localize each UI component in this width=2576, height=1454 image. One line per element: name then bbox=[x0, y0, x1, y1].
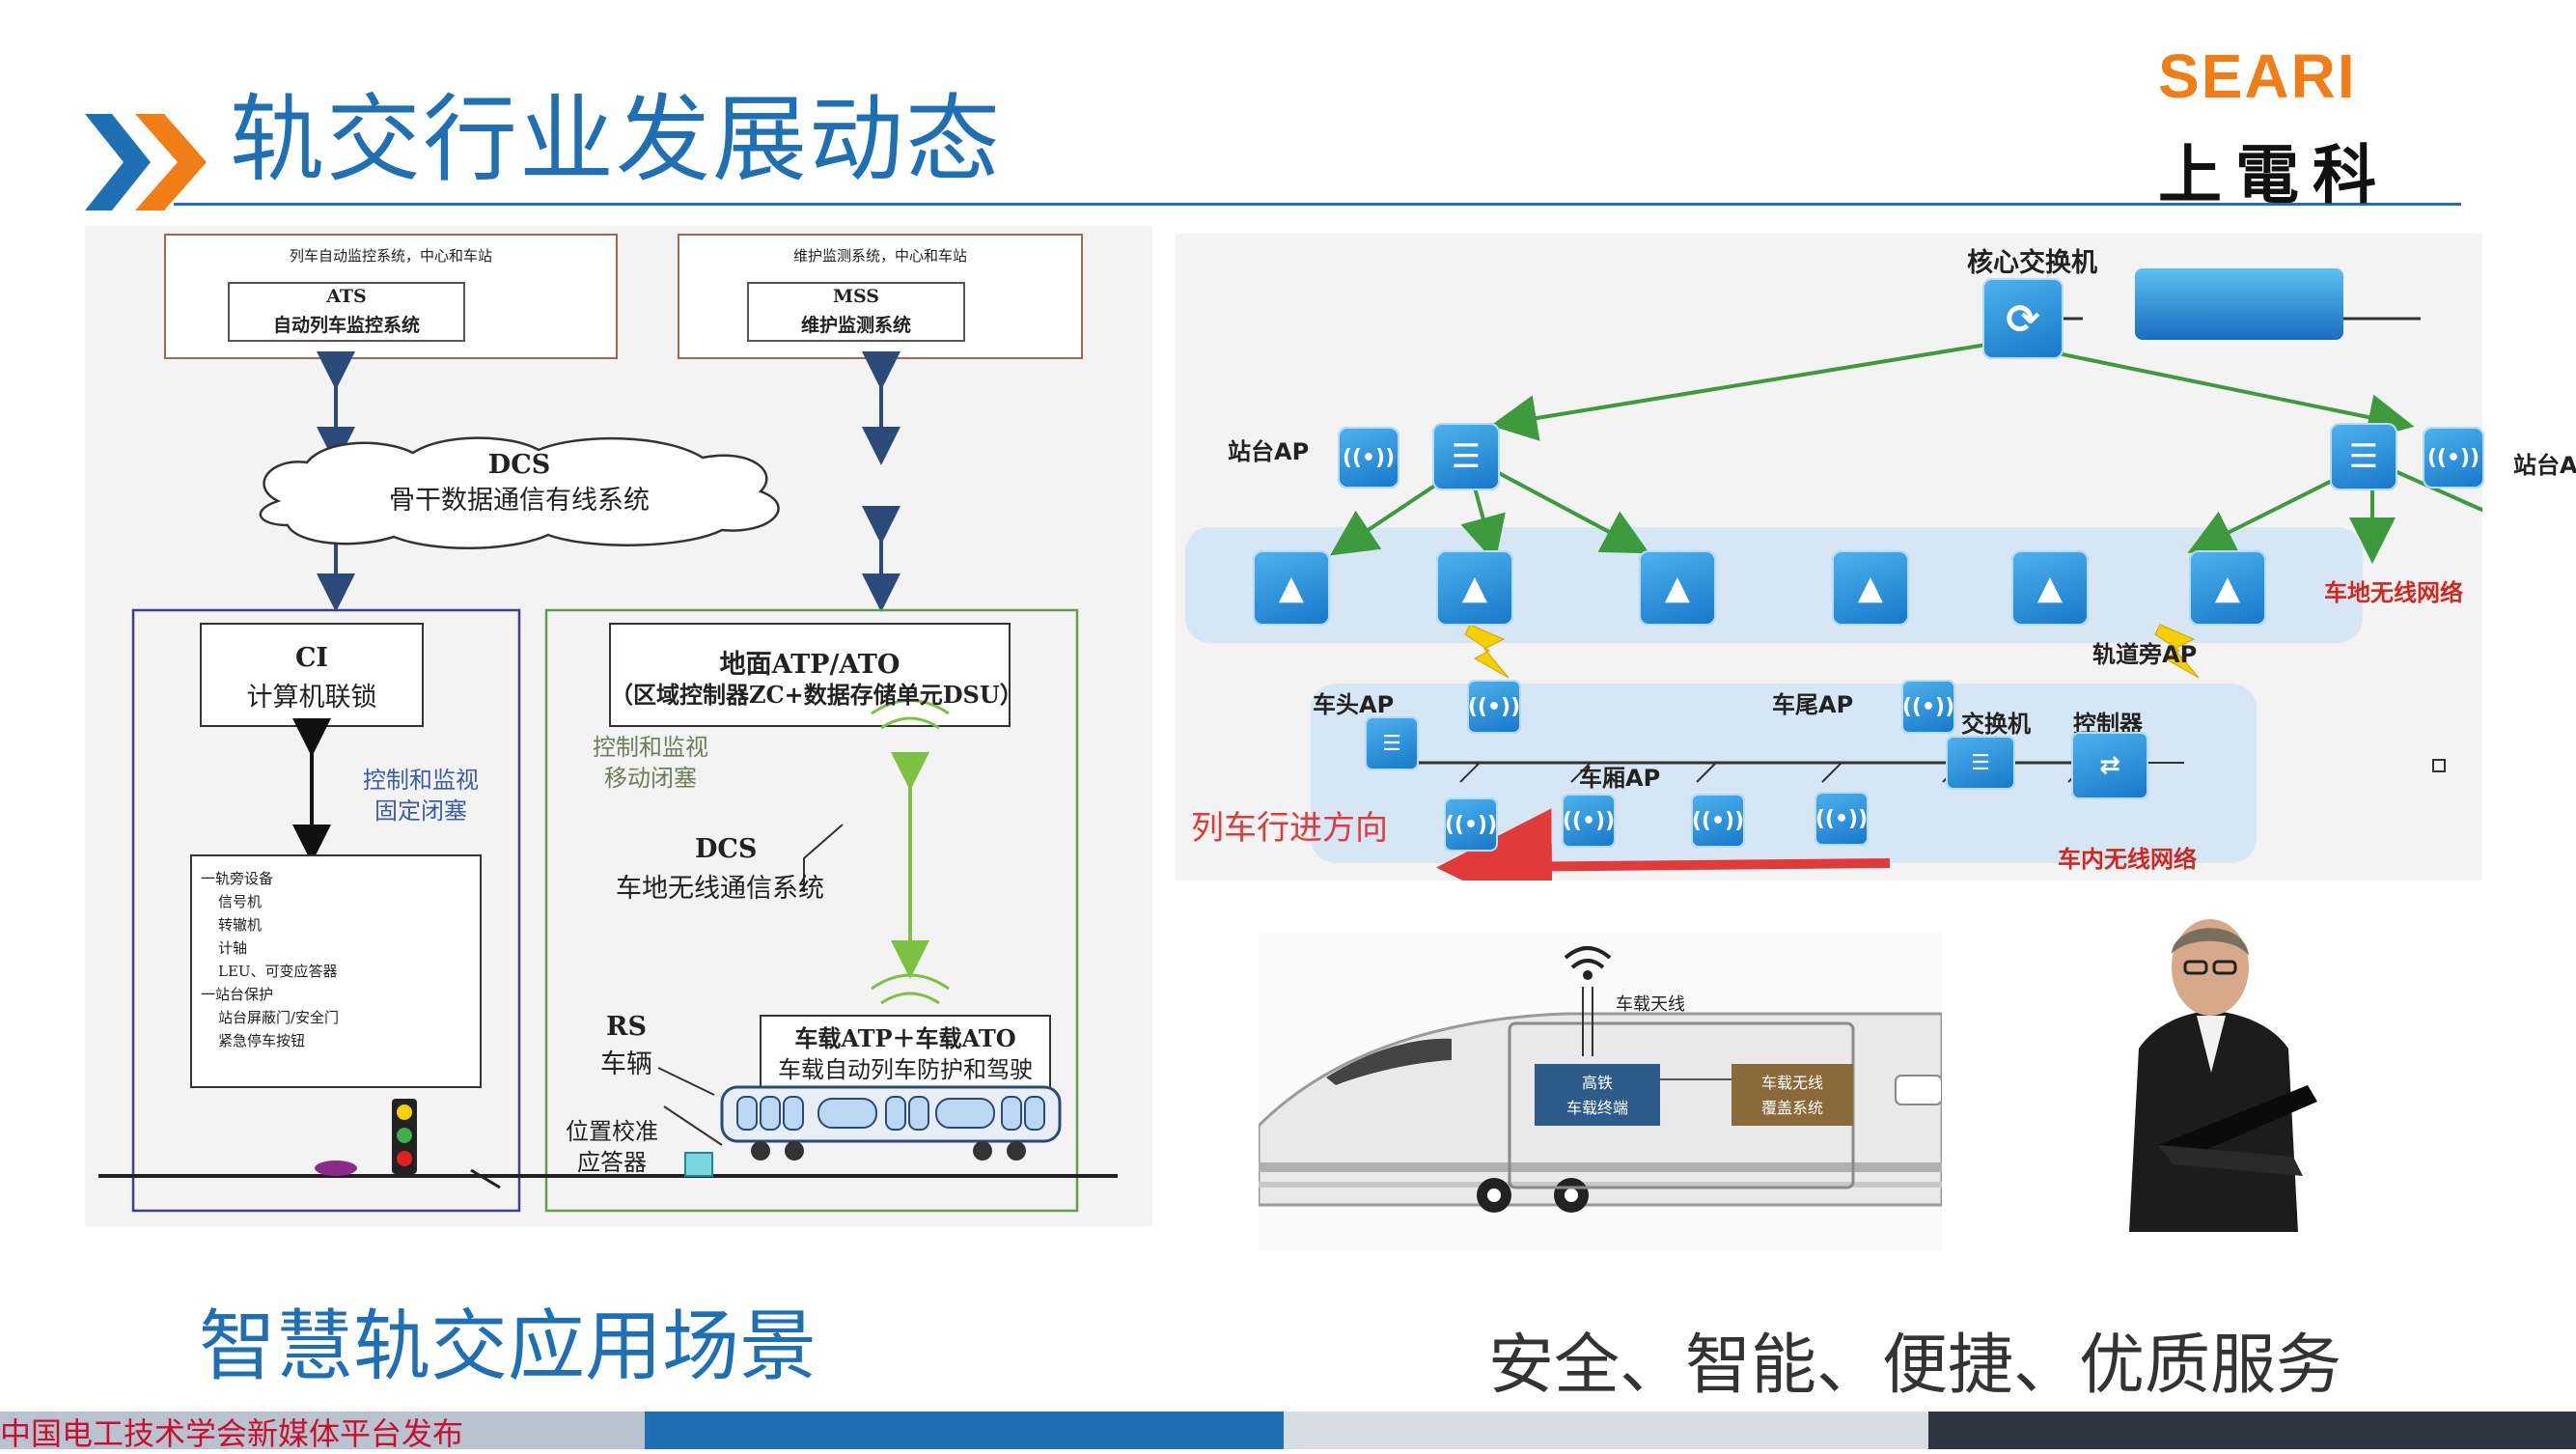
terminal-label-1: 高铁 bbox=[1581, 1074, 1613, 1092]
trackside-ap-icon: ▲ bbox=[2011, 550, 2089, 626]
ci-note-1: 控制和监视 bbox=[363, 767, 479, 794]
ats-inner-box bbox=[228, 282, 465, 342]
left-caption: 智慧轨交应用场景 bbox=[199, 1301, 817, 1391]
controller-icon: ⇄ bbox=[2071, 732, 2148, 799]
antenna-label: 车载天线 bbox=[1616, 994, 1685, 1015]
device-box-icon bbox=[2135, 268, 2343, 340]
station-switch-left-icon: ☰ bbox=[1432, 423, 1500, 490]
ground-wireless-band bbox=[1185, 527, 2363, 643]
mss-name: MSS bbox=[832, 286, 880, 307]
balise-label-2: 应答器 bbox=[577, 1149, 647, 1176]
carriage-switch-icon: ☰ bbox=[1946, 736, 2015, 790]
carriage-ap-icon: ((•)) bbox=[1444, 797, 1498, 852]
carriage-ap-label: 车厢AP bbox=[1579, 765, 1661, 792]
mss-caption: 维护监测系统，中心和车站 bbox=[792, 247, 967, 265]
logo-seari: SEARI bbox=[2158, 42, 2357, 111]
ground-atp-name: 地面ATP/ATO bbox=[719, 650, 900, 680]
page-title: 轨交行业发展动态 bbox=[230, 85, 1003, 195]
logo-chinese: 上電科 bbox=[2158, 137, 2390, 212]
move-note-2: 移动闭塞 bbox=[604, 765, 697, 792]
trackside-ap-icon: ▲ bbox=[1832, 550, 1909, 626]
core-switch-label: 核心交换机 bbox=[1967, 248, 2097, 278]
trackside-item: 信号机 bbox=[218, 893, 263, 910]
station-ap-right-label: 站台AP bbox=[2513, 452, 2576, 479]
head-switch-icon: ☰ bbox=[1365, 716, 1419, 770]
carriage-ap-icon: ((•)) bbox=[1814, 792, 1869, 846]
carriage-ap-icon: ((•)) bbox=[1562, 794, 1616, 848]
switch-label: 交换机 bbox=[1961, 711, 2031, 738]
mss-inner-box bbox=[747, 282, 965, 342]
tail-ap-label: 车尾AP bbox=[1772, 691, 1854, 718]
signal-system-diagram: 列车自动监控系统，中心和车站 ATS 自动列车监控系统 维护监测系统，中心和车站… bbox=[85, 226, 1152, 1226]
station-ap-right-icon: ((•)) bbox=[2423, 427, 2484, 489]
trackside-item: 一站台保护 bbox=[201, 986, 274, 1003]
trackside-ap-icon: ▲ bbox=[1253, 550, 1330, 626]
terminal-box bbox=[1535, 1064, 1660, 1126]
trackside-item: 转辙机 bbox=[218, 916, 263, 934]
direction-label: 列车行进方向 bbox=[1191, 809, 1388, 848]
footer-band-1 bbox=[0, 1412, 645, 1449]
trackside-ap-label: 轨道旁AP bbox=[2092, 641, 2198, 668]
station-switch-right-icon: ☰ bbox=[2330, 423, 2397, 490]
station-ap-left-icon: ((•)) bbox=[1338, 427, 1399, 489]
tail-ap-icon: ((•)) bbox=[1901, 680, 1955, 734]
double-chevron-icon bbox=[85, 114, 207, 210]
mss-desc: 维护监测系统 bbox=[800, 315, 911, 336]
ats-caption: 列车自动监控系统，中心和车站 bbox=[289, 247, 492, 265]
station-ap-left-label: 站台AP bbox=[1228, 438, 1310, 465]
onboard-network-label: 车内无线网络 bbox=[2058, 846, 2197, 873]
balise-label-1: 位置校准 bbox=[566, 1118, 658, 1145]
ats-name: ATS bbox=[326, 286, 367, 307]
onboard-desc: 车载自动列车防护和驾驶 bbox=[778, 1056, 1033, 1083]
dcs-wireless-name: DCS bbox=[695, 834, 758, 864]
footer-publisher-text: 中国电工技术学会新媒体平台发布 bbox=[0, 1415, 464, 1452]
dcs-cloud-name: DCS bbox=[487, 450, 551, 480]
footer-band-3 bbox=[1284, 1412, 1928, 1449]
trackside-item: 站台屏蔽门/安全门 bbox=[218, 1009, 340, 1026]
footer-band-4 bbox=[1928, 1412, 2576, 1449]
title-underline bbox=[174, 203, 2461, 206]
ground-atp-desc: （区域控制器ZC+数据存储单元DSU） bbox=[610, 681, 1023, 709]
wireless-network-diagram: ⟳ 核心交换机 ☰ ((•)) 站台AP ☰ ((•)) 站台AP ▲ ▲ ▲ … bbox=[1176, 234, 2576, 881]
small-square-marker bbox=[2432, 759, 2446, 772]
trackside-ap-icon: ▲ bbox=[1639, 550, 1716, 626]
onboard-terminal-diagram: 车载天线 高铁 车载终端 车载无线 覆盖系统 bbox=[1259, 933, 1942, 1251]
left-diagram-connectors bbox=[98, 351, 1118, 1213]
carriage-ap-icon: ((•)) bbox=[1691, 794, 1745, 848]
rs-name: RS bbox=[606, 1012, 647, 1042]
ats-desc: 自动列车监控系统 bbox=[272, 315, 420, 336]
ci-note-2: 固定闭塞 bbox=[374, 797, 467, 825]
move-note-1: 控制和监视 bbox=[593, 734, 708, 761]
trackside-item: LEU、可变应答器 bbox=[218, 963, 338, 980]
trackside-ap-icon: ▲ bbox=[2189, 550, 2266, 626]
rs-desc: 车辆 bbox=[600, 1049, 652, 1079]
terminal-label-2: 车载终端 bbox=[1565, 1099, 1628, 1117]
onboard-name: 车载ATP＋车载ATO bbox=[794, 1024, 1016, 1052]
trackside-equipment-list: 一轨旁设备 信号机 转辙机 计轴 LEU、可变应答器 一站台保护 站台屏蔽门/安… bbox=[201, 867, 339, 1052]
core-switch-icon: ⟳ bbox=[1982, 278, 2064, 359]
head-ap-label: 车头AP bbox=[1313, 691, 1395, 718]
coverage-label-2: 覆盖系统 bbox=[1760, 1099, 1823, 1117]
ci-name: CI bbox=[294, 643, 329, 673]
head-ap-icon: ((•)) bbox=[1467, 680, 1521, 734]
coverage-box bbox=[1731, 1064, 1853, 1126]
trackside-item: 计轴 bbox=[218, 939, 248, 957]
coverage-label-1: 车载无线 bbox=[1760, 1074, 1823, 1092]
dcs-cloud-desc: 骨干数据通信有线系统 bbox=[389, 486, 650, 516]
presenter-figure bbox=[2129, 919, 2317, 1232]
ground-network-label: 车地无线网络 bbox=[2324, 579, 2463, 606]
footer-band-2 bbox=[645, 1412, 1284, 1449]
ci-desc: 计算机联锁 bbox=[246, 683, 377, 713]
trackside-item: 一轨旁设备 bbox=[201, 870, 274, 887]
trackside-item: 紧急停车按钮 bbox=[218, 1032, 306, 1049]
dcs-wireless-desc: 车地无线通信系统 bbox=[616, 874, 824, 904]
trackside-ap-icon: ▲ bbox=[1436, 550, 1513, 626]
right-caption: 安全、智能、便捷、优质服务 bbox=[1488, 1328, 2342, 1404]
